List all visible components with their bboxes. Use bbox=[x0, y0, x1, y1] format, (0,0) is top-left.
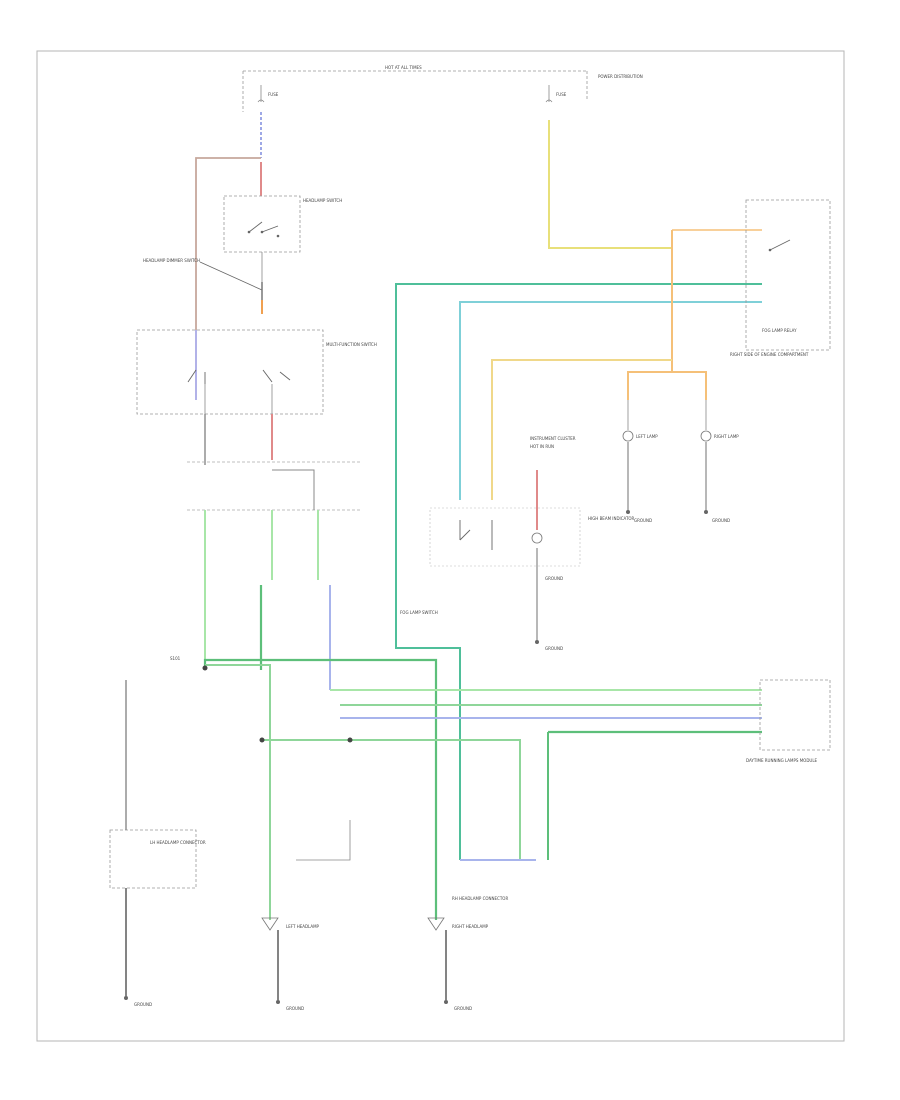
headlamp-switch bbox=[223, 195, 301, 253]
ground-label-c: GROUND bbox=[545, 646, 563, 651]
splice-b bbox=[259, 737, 265, 743]
headlamp-switch-label: HEADLAMP SWITCH bbox=[303, 198, 342, 203]
left-lamp-label: LEFT LAMP bbox=[636, 434, 658, 439]
hot-in-run-label: HOT IN RUN bbox=[530, 444, 554, 449]
rh-headlamp-conn-label: RH HEADLAMP CONNECTOR bbox=[452, 896, 508, 901]
right-headlamp bbox=[427, 917, 447, 1000]
ground-label-b: GROUND bbox=[712, 518, 730, 523]
hot-at-all-times-label: HOT AT ALL TIMES bbox=[385, 65, 422, 70]
fog-lamp-relay bbox=[745, 199, 831, 351]
wire-yellow-hot bbox=[548, 120, 672, 249]
fuse-right bbox=[545, 85, 553, 103]
multifunction-switch-label: MULTI-FUNCTION SWITCH bbox=[326, 342, 377, 347]
ground-symbol-right-2 bbox=[704, 510, 708, 514]
wire-orange-upper bbox=[627, 230, 673, 400]
fog-lamp-switch-label: FOG LAMP SWITCH bbox=[400, 610, 438, 615]
hot-at-all-times-bus bbox=[242, 70, 588, 112]
left-headlamp bbox=[261, 917, 279, 1000]
diagram-border bbox=[36, 50, 845, 1042]
wire-cyan-long bbox=[459, 301, 762, 500]
wire-lgreen-bus bbox=[205, 664, 271, 920]
wire-orange-right bbox=[672, 371, 707, 400]
high-beam-indicator-label: HIGH BEAM INDICATOR bbox=[588, 516, 635, 521]
ground-symbol-right-headlamp bbox=[444, 1000, 448, 1004]
fuse-right-label: FUSE bbox=[556, 92, 567, 97]
fuse-left-label: FUSE bbox=[268, 92, 279, 97]
ground-symbol-lower-left bbox=[124, 996, 128, 1000]
right-headlamp-label: RIGHT HEADLAMP bbox=[452, 924, 489, 929]
instrument-cluster-label: INSTRUMENT CLUSTER bbox=[530, 436, 576, 441]
splice-a bbox=[202, 665, 208, 671]
multifunction-switch bbox=[136, 329, 324, 415]
right-lamp bbox=[700, 400, 712, 510]
power-distribution-label: POWER DISTRIBUTION bbox=[598, 74, 643, 79]
wire-yellow-to-indicator bbox=[491, 359, 672, 500]
right-side-harness-label: RIGHT SIDE OF ENGINE COMPARTMENT bbox=[730, 352, 809, 357]
headlamp-dimmer-switch bbox=[199, 252, 263, 314]
splice-c bbox=[347, 737, 353, 743]
wire-gray-lower bbox=[296, 820, 351, 861]
fog-lamp-relay-label: FOG LAMP RELAY bbox=[762, 328, 797, 333]
fuse-left bbox=[257, 85, 265, 103]
ground-symbol-indicator bbox=[535, 640, 539, 644]
right-lamp-label: RIGHT LAMP bbox=[714, 434, 739, 439]
ground-label-a: GROUND bbox=[634, 518, 652, 523]
headlamp-relay-left bbox=[109, 680, 197, 996]
ground-symbol-right-1 bbox=[626, 510, 630, 514]
wire-green-bus bbox=[203, 658, 438, 920]
left-lamp bbox=[622, 400, 634, 510]
wire-gray-branch bbox=[272, 469, 315, 510]
dimmer-switch-label: HEADLAMP DIMMER SWITCH bbox=[143, 258, 200, 263]
ground-label-e: GROUND bbox=[286, 1006, 304, 1011]
ground-label-g: GROUND bbox=[545, 576, 563, 581]
ground-label-d: GROUND bbox=[134, 1002, 152, 1007]
ground-label-f: GROUND bbox=[454, 1006, 472, 1011]
ground-symbol-left-headlamp bbox=[276, 1000, 280, 1004]
drl-module-label: DAYTIME RUNNING LAMPS MODULE bbox=[746, 758, 818, 763]
splice-a-label: S101 bbox=[170, 656, 181, 661]
wire-tan-left bbox=[195, 157, 261, 330]
high-beam-indicator bbox=[429, 470, 581, 640]
daytime-running-lamps-module bbox=[759, 679, 831, 751]
bus-green-left bbox=[262, 739, 521, 860]
wire-teal-long bbox=[395, 283, 762, 860]
left-headlamp-label: LEFT HEADLAMP bbox=[286, 924, 320, 929]
lh-headlamp-conn-label: LH HEADLAMP CONNECTOR bbox=[150, 840, 206, 845]
